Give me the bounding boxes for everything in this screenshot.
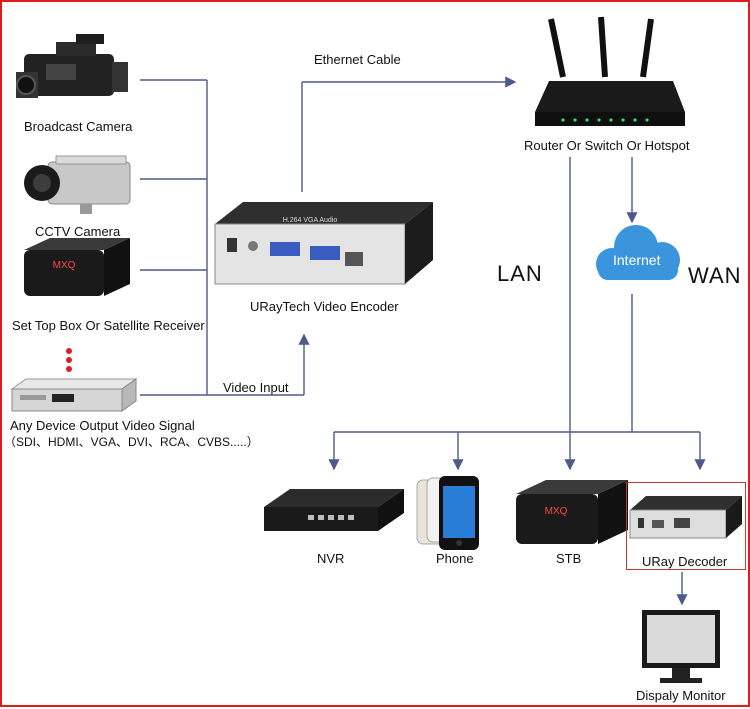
cctv-camera-icon bbox=[24, 155, 131, 214]
cloud-icon bbox=[596, 225, 680, 280]
router-icon bbox=[535, 16, 685, 126]
lan-label: LAN bbox=[497, 261, 543, 286]
decoder-highlight-frame bbox=[626, 482, 746, 570]
wan-label: WAN bbox=[688, 263, 742, 288]
encoder-label: URayTech Video Encoder bbox=[250, 299, 399, 314]
ellipsis-dots bbox=[66, 348, 72, 372]
source-label-broadcast: Broadcast Camera bbox=[24, 119, 133, 134]
dvd-player-icon bbox=[10, 378, 138, 412]
source-sublabel-any-device: （SDI、HDMI、VGA、DVI、RCA、CVBS.....） bbox=[4, 435, 259, 449]
source-label-stb: Set Top Box Or Satellite Receiver bbox=[12, 318, 205, 333]
video-decoder-icon bbox=[629, 496, 742, 539]
output-label-stb: STB bbox=[556, 551, 582, 566]
monitor-icon bbox=[642, 610, 720, 683]
output-label-nvr: NVR bbox=[317, 551, 345, 566]
edge-label-video-input: Video Input bbox=[223, 380, 289, 395]
connector-lines bbox=[140, 76, 706, 606]
svg-text:MXQ: MXQ bbox=[545, 506, 568, 517]
router-label: Router Or Switch Or Hotspot bbox=[524, 138, 690, 153]
svg-text:MXQ: MXQ bbox=[53, 260, 76, 271]
video-encoder-icon: H.264 VGA Audio bbox=[214, 202, 433, 285]
internet-label: Internet bbox=[613, 252, 661, 268]
source-label-cctv: CCTV Camera bbox=[35, 224, 121, 239]
output-label-phone: Phone bbox=[436, 551, 474, 566]
phone-icon bbox=[416, 476, 479, 550]
set-top-box-icon: MXQ bbox=[24, 238, 130, 296]
source-label-any-device: Any Device Output Video Signal bbox=[10, 418, 195, 433]
monitor-label: Dispaly Monitor bbox=[636, 688, 726, 703]
encoder-panel-text: H.264 VGA Audio bbox=[283, 217, 338, 224]
output-label-decoder: URay Decoder bbox=[642, 554, 728, 569]
edge-label-ethernet: Ethernet Cable bbox=[314, 52, 401, 67]
broadcast-camera-icon bbox=[16, 34, 128, 98]
nvr-icon bbox=[264, 489, 404, 531]
stb-icon: MXQ bbox=[516, 480, 628, 544]
